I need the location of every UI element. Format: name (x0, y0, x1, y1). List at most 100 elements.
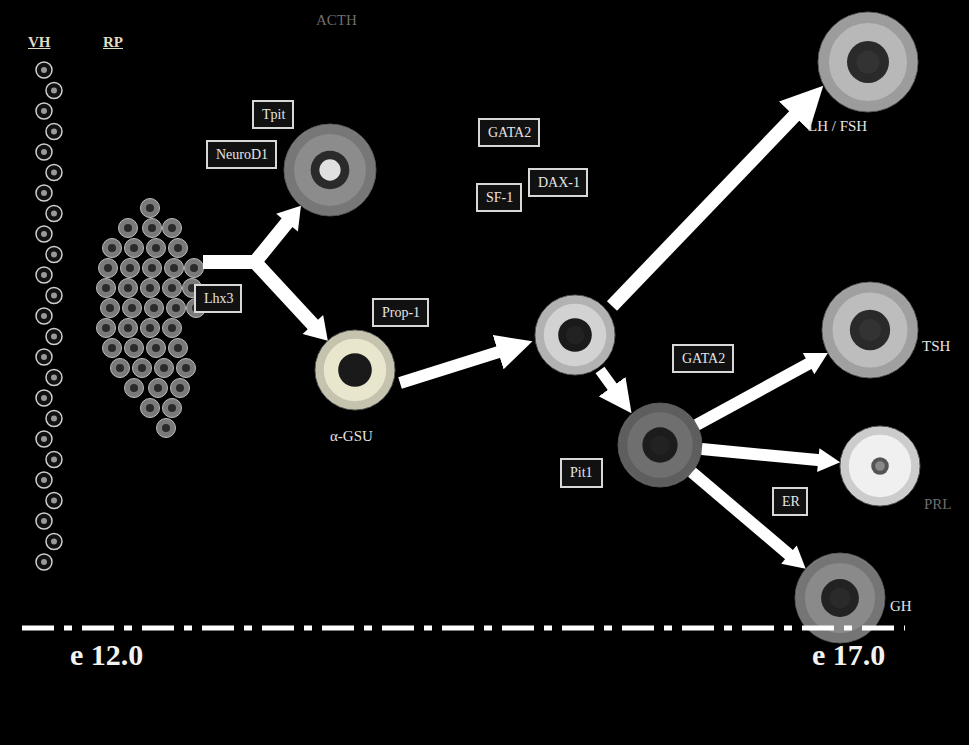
rp-cell (147, 339, 166, 358)
rp-cell (103, 239, 122, 258)
factor-name: ER (782, 494, 800, 511)
factor-box: Tpit (252, 100, 294, 129)
rp-nucleus (176, 384, 184, 392)
rp-nucleus (102, 284, 110, 292)
vh-cell (46, 370, 62, 386)
rp-nucleus (124, 224, 132, 232)
rp-nucleus (126, 264, 134, 272)
lineage-arrow (203, 262, 328, 341)
cell-label: α-GSU (330, 428, 373, 445)
rp-nucleus (146, 284, 154, 292)
timeline (22, 626, 905, 631)
rp-cell (157, 419, 176, 438)
pituitary-cell: Pit1 (618, 403, 702, 487)
factor-name: Lhx3 (204, 291, 234, 308)
cell-core (856, 50, 879, 73)
rp-cell (143, 259, 162, 278)
rp-nucleus (146, 204, 154, 212)
vh-nucleus (41, 149, 47, 155)
rp-nucleus (162, 424, 170, 432)
pituitary-cell: TSH (822, 282, 918, 378)
cell-core (566, 326, 584, 344)
rp-nucleus (152, 244, 160, 252)
rp-nucleus (168, 224, 176, 232)
rp-cell (143, 219, 162, 238)
rp-cell (171, 379, 190, 398)
vh-nucleus (51, 375, 57, 381)
vh-cell (46, 83, 62, 99)
vh-cell (36, 554, 52, 570)
rp-cell (99, 259, 118, 278)
rp-nucleus (148, 224, 156, 232)
rp-cell (141, 399, 160, 418)
vh-nucleus (41, 272, 47, 278)
vh-nucleus (51, 252, 57, 258)
vh-cell (36, 103, 52, 119)
vh-cell (36, 62, 52, 78)
vh-nucleus (41, 395, 47, 401)
vh-nucleus (41, 436, 47, 442)
cell-group: VH (25, 60, 75, 572)
cell-label: LH / FSH (808, 118, 867, 135)
factor-name: GATA2 (488, 125, 531, 142)
cell-shade (540, 300, 610, 370)
rp-cell (147, 239, 166, 258)
cell-body (618, 403, 702, 487)
factor-name: NeuroD1 (216, 147, 268, 164)
stage-label: e 12.0 (70, 638, 143, 672)
vh-nucleus (51, 539, 57, 545)
rp-cell (141, 279, 160, 298)
rp-nucleus (146, 324, 154, 332)
rp-nucleus (108, 244, 116, 252)
rp-nucleus (170, 264, 178, 272)
rp-nucleus (182, 364, 190, 372)
vh-nucleus (41, 190, 47, 196)
cell-label: GH (890, 598, 912, 615)
rp-nucleus (168, 324, 176, 332)
cell-nucleus (558, 318, 592, 352)
rp-cell (163, 279, 182, 298)
cell-body (535, 295, 615, 375)
vh-nucleus (51, 211, 57, 217)
vh-cell (36, 308, 52, 324)
factor-name: Prop-1 (382, 305, 420, 322)
cell-label: ACTH (316, 12, 357, 29)
rp-nucleus (152, 344, 160, 352)
rp-cell (141, 199, 160, 218)
rp-cell (97, 319, 116, 338)
cell-shade (824, 18, 912, 106)
factor-box: SF-1 (476, 183, 522, 212)
vh-cell (46, 534, 62, 550)
rp-cell (165, 259, 184, 278)
cell-body (840, 426, 920, 506)
cell-nucleus (821, 579, 859, 617)
rp-nucleus (130, 244, 138, 252)
cell-core (859, 319, 881, 341)
rp-cell (155, 359, 174, 378)
pituitary-cell: GH (795, 553, 885, 643)
rp-cell (163, 219, 182, 238)
rp-nucleus (138, 364, 146, 372)
vh-nucleus (41, 354, 47, 360)
vh-cell (46, 411, 62, 427)
pituitary-cell: ACTH (284, 124, 376, 216)
rp-cell (103, 339, 122, 358)
cell-nucleus (642, 427, 677, 462)
rp-nucleus (116, 364, 124, 372)
rp-cell (141, 319, 160, 338)
rp-cell (167, 299, 186, 318)
vh-cell (46, 329, 62, 345)
rp-nucleus (102, 324, 110, 332)
lineage-arrow (203, 206, 301, 262)
factor-name: GATA2 (682, 351, 725, 368)
vh-nucleus (41, 108, 47, 114)
rp-nucleus (160, 364, 168, 372)
vh-cell (36, 144, 52, 160)
factor-box: Prop-1 (372, 298, 429, 327)
vh-cell (36, 472, 52, 488)
rp-nucleus (168, 404, 176, 412)
vh-nucleus (51, 293, 57, 299)
vh-cell (46, 206, 62, 222)
rp-nucleus (168, 284, 176, 292)
rp-nucleus (174, 244, 182, 252)
